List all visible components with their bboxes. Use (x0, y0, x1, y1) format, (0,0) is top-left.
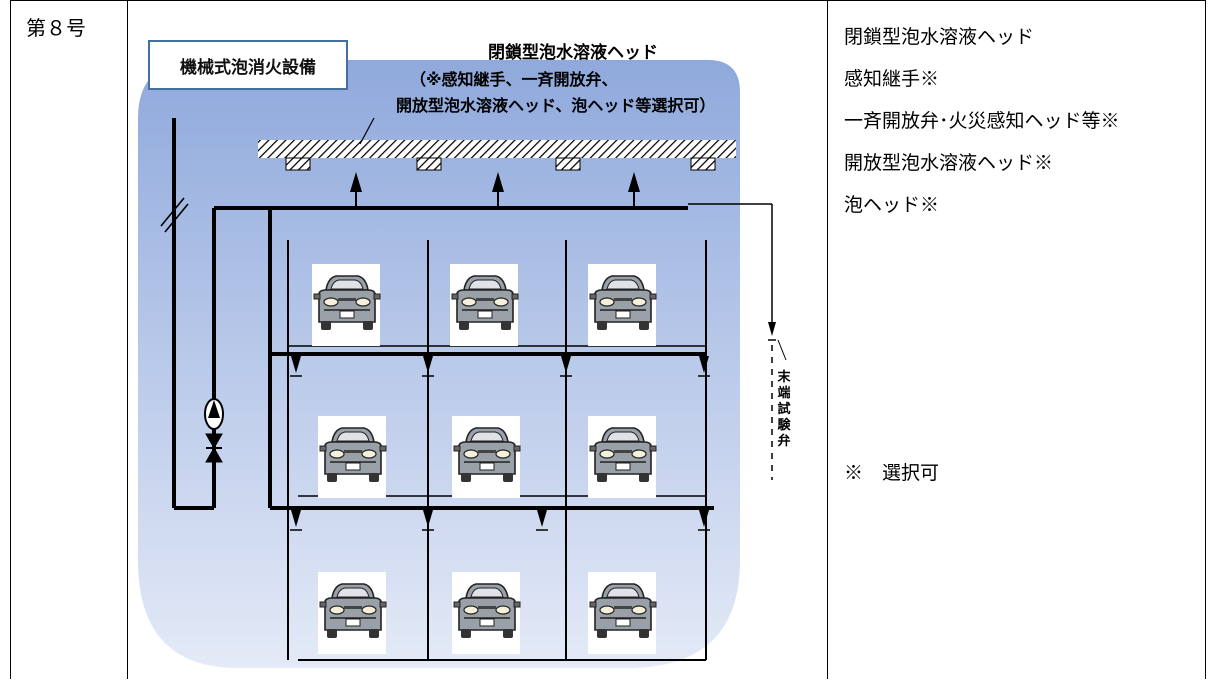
diagram-canvas (138, 60, 787, 668)
head-pocket-4 (690, 157, 716, 171)
gate-valve (205, 433, 223, 463)
legend-item: 一斉開放弁･火災感知ヘッド等※ (844, 110, 1120, 132)
head-title: 閉鎖型泡水溶液ヘッド (488, 43, 658, 63)
parking-foam-diagram: 機械式泡消火設備 閉鎖型泡水溶液ヘッド （※感知継手、一斉開放弁、 開放型泡水溶… (128, 0, 828, 679)
car-2-1 (317, 415, 387, 499)
system-title-box: 機械式泡消火設備 (148, 40, 348, 90)
selectable-note: ※ 選択可 (844, 462, 940, 484)
row-label: 第８号 (26, 16, 86, 40)
head-arrow-2 (492, 172, 504, 206)
column-divider-left (127, 0, 128, 679)
head-note-line1: （※感知継手、一斉開放弁、 (410, 70, 618, 89)
head-pocket-3 (555, 157, 581, 171)
car-3-3 (587, 571, 657, 655)
legend-item: 泡ヘッド※ (844, 194, 940, 216)
test-valve-label: 末端試験弁 (777, 370, 791, 449)
head-arrow-3 (628, 172, 640, 206)
test-pipe (688, 203, 773, 332)
car-3-2 (451, 571, 521, 655)
leader-line (359, 117, 375, 145)
legend-item: 開放型泡水溶液ヘッド※ (844, 152, 1054, 174)
ceiling-beam (258, 140, 736, 158)
head-arrow-1 (350, 172, 362, 206)
car-1-1 (311, 263, 381, 347)
car-2-3 (587, 415, 657, 499)
car-2-2 (451, 415, 521, 499)
alarm-valve (204, 398, 224, 430)
test-leader (777, 339, 787, 361)
pipe-break-mark-2 (164, 203, 189, 233)
head-pocket-1 (285, 157, 311, 171)
legend-item: 閉鎖型泡水溶液ヘッド (844, 26, 1035, 48)
column-divider-right (827, 0, 828, 679)
legend-item: 感知継手※ (844, 68, 940, 90)
car-1-3 (587, 263, 657, 347)
head-note-line2: 開放型泡水溶液ヘッド、泡ヘッド等選択可） (396, 96, 716, 115)
car-1-2 (449, 263, 519, 347)
test-arrow (768, 322, 776, 336)
pipe-break-mark (160, 197, 185, 227)
car-3-1 (317, 571, 387, 655)
head-pocket-2 (416, 157, 442, 171)
table-frame (10, 0, 1206, 679)
